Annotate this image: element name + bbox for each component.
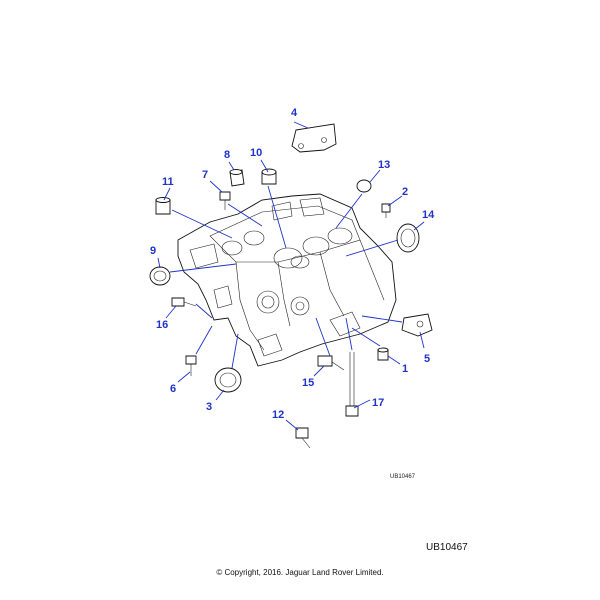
callout-4: 4 bbox=[291, 107, 298, 119]
part-9-seal bbox=[149, 266, 171, 286]
callout-3: 3 bbox=[206, 401, 212, 413]
part-4-bracket bbox=[291, 123, 337, 153]
diagram-ref-small: UB10467 bbox=[390, 474, 416, 480]
part-11-sleeve bbox=[155, 197, 171, 215]
callout-15: 15 bbox=[302, 377, 314, 389]
part-6-bolt bbox=[185, 355, 197, 376]
callout-5: 5 bbox=[424, 353, 430, 365]
callouts: 4 8 10 7 11 13 2 14 9 16 5 1 6 3 15 17 1… bbox=[150, 107, 435, 421]
part-7-bolt bbox=[219, 191, 231, 210]
part-3-seal bbox=[214, 367, 242, 393]
callout-7: 7 bbox=[202, 169, 208, 181]
callout-2: 2 bbox=[402, 186, 408, 198]
part-16-bolt bbox=[171, 297, 197, 307]
callout-11: 11 bbox=[162, 176, 174, 188]
part-2-bolt bbox=[381, 203, 391, 218]
part-17-long-bolt bbox=[345, 352, 359, 417]
part-8-plug bbox=[229, 169, 245, 187]
diagram-ref-code: UB10467 bbox=[426, 542, 468, 553]
callout-10: 10 bbox=[250, 147, 262, 159]
part-10-dowel bbox=[261, 168, 277, 185]
callout-16: 16 bbox=[156, 319, 168, 331]
part-12-bolt bbox=[295, 427, 311, 449]
callout-17: 17 bbox=[372, 397, 384, 409]
callout-14: 14 bbox=[422, 209, 435, 221]
part-5-plate bbox=[401, 313, 433, 337]
callout-9: 9 bbox=[150, 245, 156, 257]
copyright-text: © Copyright, 2016. Jaguar Land Rover Lim… bbox=[216, 568, 384, 577]
engine-block bbox=[177, 193, 397, 367]
part-14-seal bbox=[396, 223, 420, 253]
part-1-plug bbox=[377, 347, 389, 361]
callout-13: 13 bbox=[378, 159, 390, 171]
part-15-bolt bbox=[317, 355, 345, 371]
part-13-cap bbox=[356, 179, 372, 193]
leader-lines bbox=[157, 121, 425, 431]
callout-6: 6 bbox=[170, 383, 176, 395]
callout-8: 8 bbox=[224, 149, 230, 161]
callout-1: 1 bbox=[402, 363, 408, 375]
callout-12: 12 bbox=[272, 409, 284, 421]
